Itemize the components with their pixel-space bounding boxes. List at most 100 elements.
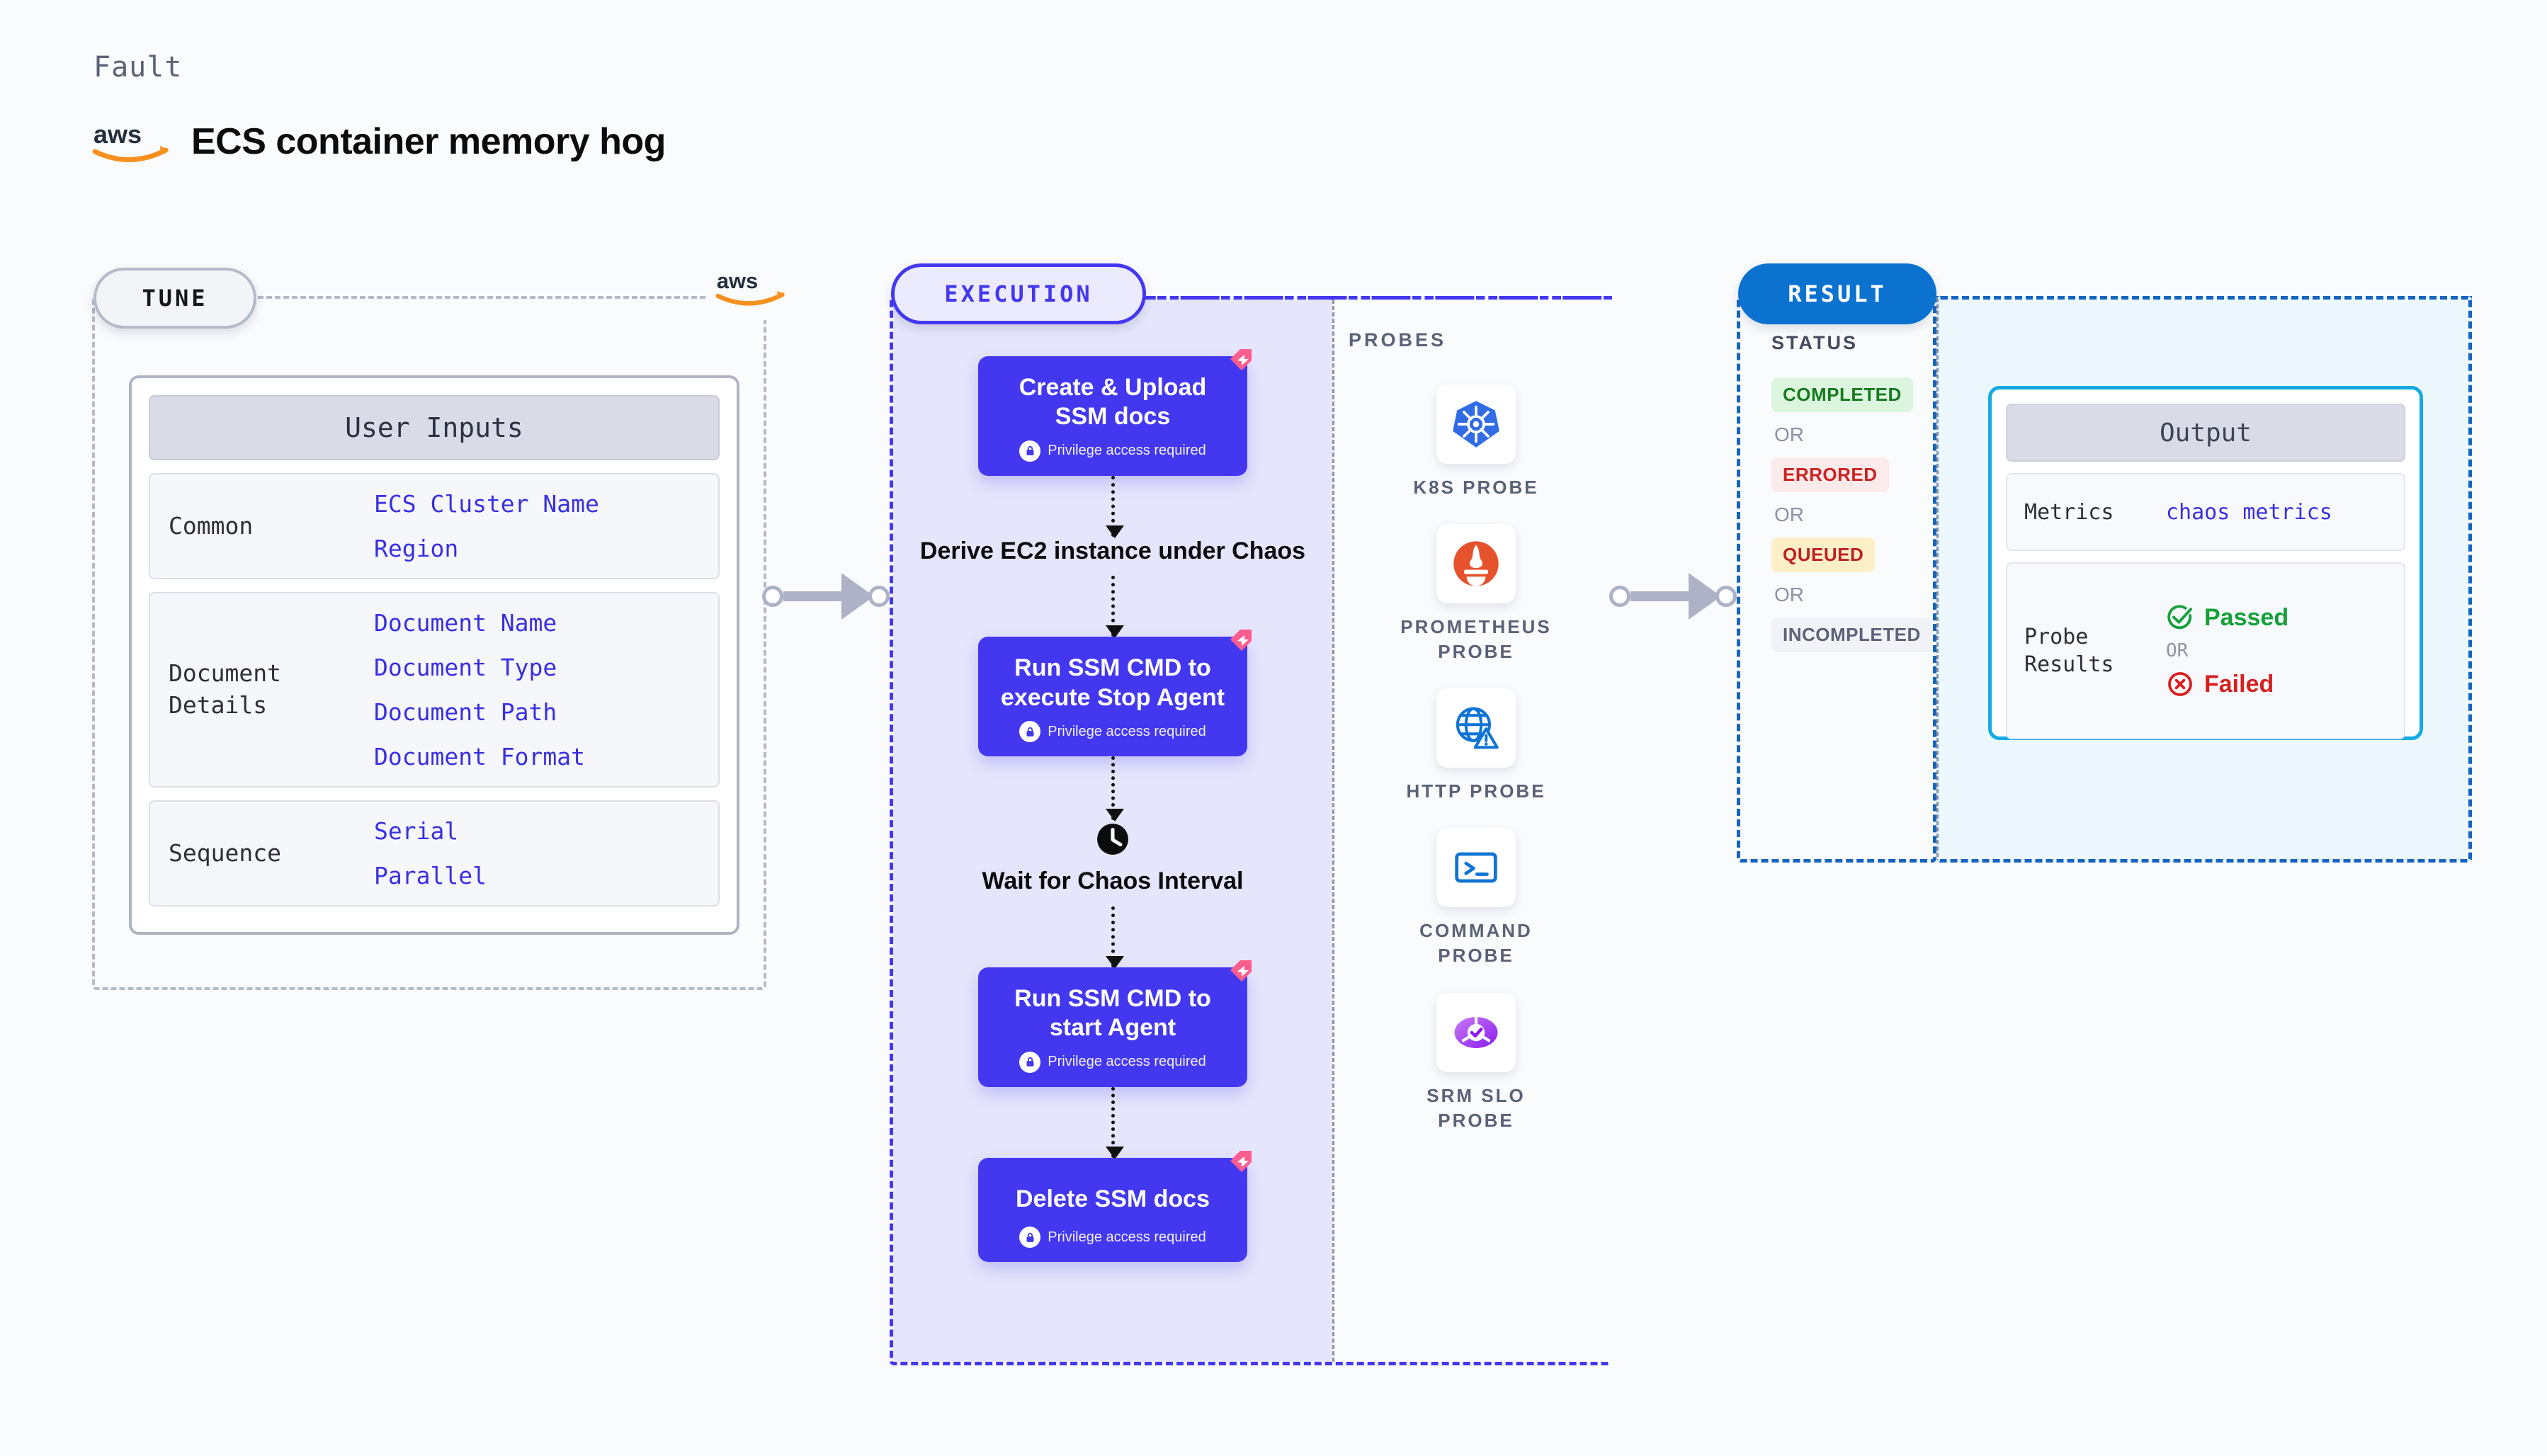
tune-value[interactable]: Region	[374, 535, 459, 562]
flow-connector	[1105, 906, 1124, 969]
probes-column: PROBES	[1332, 300, 1616, 1362]
passed-label: Passed	[2204, 603, 2289, 631]
arrow-tune-to-execution	[762, 573, 897, 620]
output-title: Output	[2006, 404, 2405, 462]
probes-list: K8S PROBE PROMETHEUS PROBE	[1334, 385, 1618, 1133]
lock-icon	[1019, 440, 1041, 462]
arrow-start-dot	[1609, 586, 1630, 607]
output-metrics-value[interactable]: chaos metrics	[2166, 499, 2332, 525]
arrow-end-dot	[1715, 586, 1737, 607]
status-list: COMPLETED OR ERRORED OR QUEUED OR INCOMP…	[1771, 377, 1932, 652]
status-or: OR	[1774, 584, 1804, 605]
probe-label: PROMETHEUS PROBE	[1400, 616, 1552, 663]
aws-logo-icon: aws	[92, 120, 169, 162]
tune-value[interactable]: Document Type	[374, 654, 557, 681]
tune-row-document-details: Document Details Document Name Document …	[149, 592, 720, 787]
srm-slo-icon	[1436, 992, 1516, 1072]
step-label: Run SSM CMD to execute Stop Agent	[1000, 654, 1225, 711]
tune-panel: User Inputs Common ECS Cluster Name Regi…	[92, 296, 766, 990]
output-row-key: Probe Results	[2024, 625, 2114, 677]
flow-connector	[1105, 1086, 1124, 1159]
http-globe-icon	[1436, 688, 1516, 768]
result-badge[interactable]: RESULT	[1738, 263, 1936, 324]
user-inputs-card: User Inputs Common ECS Cluster Name Regi…	[129, 375, 739, 935]
step-label: Create & Upload SSM docs	[1019, 374, 1207, 431]
tune-value[interactable]: Document Format	[374, 743, 586, 770]
status-or: OR	[1774, 504, 1804, 525]
privilege-text: Privilege access required	[1048, 1054, 1206, 1070]
check-circle-icon	[2167, 605, 2192, 630]
svg-text:aws: aws	[93, 120, 142, 149]
tune-value[interactable]: Parallel	[374, 862, 487, 889]
tune-row-sequence: Sequence Serial Parallel	[149, 800, 720, 906]
arrow-shaft	[783, 591, 844, 601]
status-or: OR	[1774, 423, 1804, 445]
tune-value[interactable]: Document Name	[374, 609, 557, 637]
litmus-ribbon-icon	[1230, 960, 1252, 982]
tune-value[interactable]: Document Path	[374, 698, 557, 726]
arrow-end-dot	[868, 586, 890, 607]
step-create-upload-ssm-docs[interactable]: Create & Upload SSM docs Privilege acces…	[978, 349, 1252, 476]
lock-icon	[1019, 1227, 1041, 1249]
tune-aws-logo: aws	[708, 256, 793, 320]
probe-label: K8S PROBE	[1413, 477, 1539, 498]
probe-item-prometheus[interactable]: PROMETHEUS PROBE	[1391, 524, 1561, 664]
privilege-note: Privilege access required	[991, 721, 1235, 743]
tune-value[interactable]: ECS Cluster Name	[374, 490, 599, 518]
privilege-text: Privilege access required	[1048, 723, 1206, 739]
execution-panel: PROBES	[890, 296, 1616, 1365]
flow-connector	[1105, 576, 1124, 639]
output-row-metrics: Metrics chaos metrics	[2006, 473, 2405, 551]
tune-row-key: Common	[169, 511, 254, 540]
probe-item-srm-slo[interactable]: SRM SLO PROBE	[1391, 992, 1561, 1133]
clock-icon	[1097, 824, 1128, 855]
step-delete-ssm-docs[interactable]: Delete SSM docs Privilege access require…	[978, 1150, 1252, 1263]
step-wait-for-chaos-interval: Wait for Chaos Interval	[982, 868, 1244, 895]
prometheus-icon	[1436, 524, 1516, 604]
x-circle-icon	[2168, 672, 2192, 696]
litmus-ribbon-icon	[1230, 630, 1252, 652]
probe-result-failed: Failed	[2166, 670, 2288, 698]
output-row-probe-results: Probe Results Passed OR	[2006, 562, 2405, 739]
tune-badge[interactable]: TUNE	[93, 268, 256, 329]
status-badge-completed: COMPLETED	[1771, 377, 1913, 412]
privilege-text: Privilege access required	[1048, 1229, 1206, 1245]
output-row-key: Metrics	[2024, 499, 2114, 525]
probe-label: SRM SLO PROBE	[1426, 1084, 1526, 1131]
execution-badge[interactable]: EXECUTION	[891, 263, 1146, 324]
svg-text:aws: aws	[717, 268, 758, 293]
fault-title-text: ECS container memory hog	[191, 121, 666, 162]
kubernetes-icon	[1436, 385, 1516, 464]
tune-row-key: Sequence	[169, 838, 281, 867]
privilege-note: Privilege access required	[991, 1051, 1235, 1073]
lock-icon	[1019, 1051, 1041, 1073]
probe-item-command[interactable]: COMMAND PROBE	[1391, 828, 1561, 968]
output-panel: Output Metrics chaos metrics Probe Resul…	[1936, 296, 2472, 863]
execution-flow: Create & Upload SSM docs Privilege acces…	[914, 349, 1311, 1263]
arrow-execution-to-result	[1609, 573, 1744, 620]
tune-value[interactable]: Serial	[374, 817, 459, 845]
privilege-note: Privilege access required	[991, 1227, 1235, 1249]
status-badge-queued: QUEUED	[1771, 538, 1876, 572]
tune-row-common: Common ECS Cluster Name Region	[149, 473, 720, 579]
flow-connector	[1105, 756, 1124, 822]
probe-item-k8s[interactable]: K8S PROBE	[1391, 385, 1561, 500]
arrow-shaft	[1630, 591, 1691, 601]
step-label: Delete SSM docs	[1016, 1185, 1210, 1212]
aws-logo-icon: aws	[715, 268, 785, 306]
probes-title: PROBES	[1349, 329, 1447, 351]
step-derive-ec2-instance: Derive EC2 instance under Chaos	[919, 537, 1306, 564]
probe-item-http[interactable]: HTTP PROBE	[1391, 688, 1561, 804]
privilege-note: Privilege access required	[991, 440, 1235, 462]
status-badge-incompleted: INCOMPLETED	[1771, 618, 1932, 652]
result-panel: STATUS COMPLETED OR ERRORED OR QUEUED OR…	[1737, 296, 1936, 863]
terminal-icon	[1436, 828, 1516, 908]
page-title: aws ECS container memory hog	[92, 119, 666, 164]
user-inputs-title: User Inputs	[149, 395, 720, 460]
step-run-ssm-stop-agent[interactable]: Run SSM CMD to execute Stop Agent Privil…	[978, 630, 1252, 757]
probe-result-or: OR	[2166, 640, 2189, 661]
probe-label: HTTP PROBE	[1406, 780, 1546, 802]
probe-label: COMMAND PROBE	[1419, 920, 1533, 967]
step-run-ssm-start-agent[interactable]: Run SSM CMD to start Agent Privilege acc…	[978, 960, 1252, 1087]
